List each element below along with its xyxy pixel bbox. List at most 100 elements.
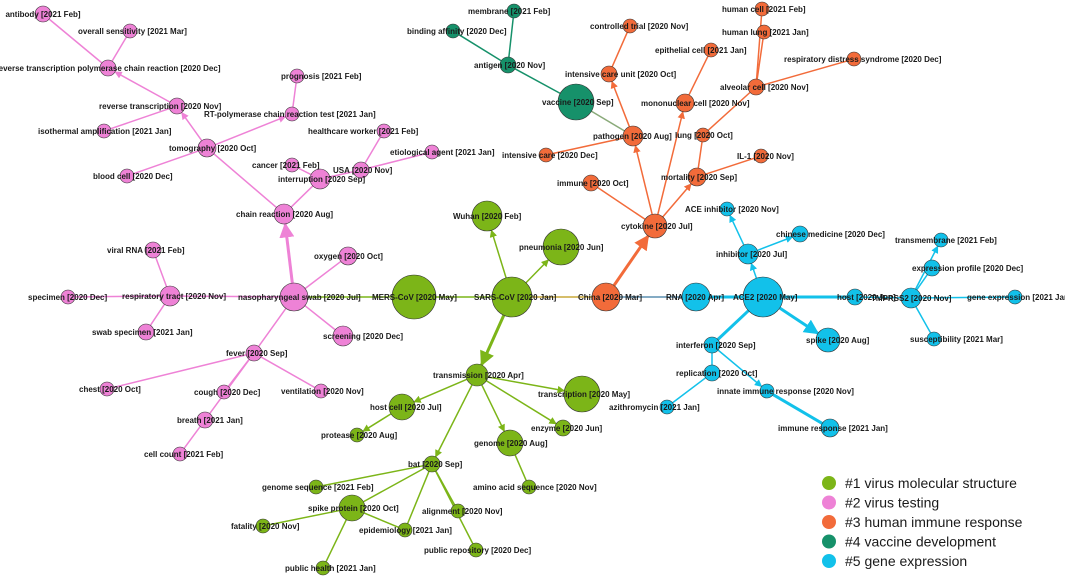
node-ace_inh[interactable] bbox=[719, 201, 735, 217]
edge-ace2-spike bbox=[778, 306, 820, 335]
node-usa[interactable] bbox=[352, 161, 370, 179]
node-innate[interactable] bbox=[759, 383, 775, 399]
node-interferon[interactable] bbox=[703, 336, 721, 354]
node-susceptibility[interactable] bbox=[926, 331, 942, 347]
node-cellcount[interactable] bbox=[172, 446, 188, 462]
node-transmission[interactable] bbox=[465, 363, 489, 387]
node-label-prognosis: prognosis [2021 Feb] bbox=[281, 72, 362, 81]
network-edges bbox=[48, 15, 1009, 563]
edge-sars-transmission bbox=[480, 314, 506, 367]
node-naso[interactable] bbox=[279, 282, 309, 312]
node-spike_prot[interactable] bbox=[338, 494, 366, 522]
node-wuhan[interactable] bbox=[471, 200, 503, 232]
edge-pathogen-vaccine bbox=[591, 110, 625, 132]
node-geneexpr[interactable] bbox=[1007, 289, 1023, 305]
node-mortality[interactable] bbox=[687, 167, 707, 187]
node-chest[interactable] bbox=[99, 381, 115, 397]
node-label-interruption: interruption [2020 Sep] bbox=[278, 175, 365, 184]
node-isothermal[interactable] bbox=[96, 123, 112, 139]
node-hostcell[interactable] bbox=[388, 393, 416, 421]
node-epithelial[interactable] bbox=[703, 42, 719, 58]
edge-tmprss2-susceptibility bbox=[915, 306, 932, 334]
node-viralrna[interactable] bbox=[144, 241, 162, 259]
edge-naso-screening bbox=[304, 305, 336, 331]
node-spike[interactable] bbox=[815, 327, 841, 353]
node-screening[interactable] bbox=[332, 325, 354, 347]
node-label-enzyme: enzyme [2020 Jun] bbox=[531, 424, 602, 433]
node-ventilation[interactable] bbox=[313, 383, 329, 399]
node-rtpcr_test[interactable] bbox=[284, 106, 300, 122]
node-publicrepo[interactable] bbox=[468, 542, 484, 558]
node-cough[interactable] bbox=[216, 384, 232, 400]
node-membrane[interactable] bbox=[506, 3, 522, 19]
node-swab[interactable] bbox=[137, 323, 155, 341]
node-immuneresp[interactable] bbox=[820, 418, 840, 438]
node-azithro[interactable] bbox=[659, 399, 675, 415]
node-interruption[interactable] bbox=[309, 168, 331, 190]
node-rtpcr[interactable] bbox=[99, 59, 117, 77]
node-fatality[interactable] bbox=[255, 518, 271, 534]
node-rev_trans[interactable] bbox=[168, 97, 186, 115]
node-label-sars: SARS-CoV [2020 Jan] bbox=[474, 293, 557, 302]
node-genomeseq[interactable] bbox=[308, 479, 324, 495]
node-overall_sens[interactable] bbox=[122, 23, 138, 39]
node-antigen[interactable] bbox=[499, 56, 517, 74]
edge-pathogen-icu bbox=[610, 80, 631, 127]
node-pneumonia[interactable] bbox=[542, 228, 580, 266]
node-prognosis[interactable] bbox=[289, 68, 305, 84]
node-china[interactable] bbox=[591, 282, 621, 312]
node-alveolar[interactable] bbox=[747, 78, 765, 96]
node-fever[interactable] bbox=[245, 344, 263, 362]
node-icu[interactable] bbox=[600, 65, 618, 83]
node-inhibitor[interactable] bbox=[737, 243, 759, 265]
node-specimen[interactable] bbox=[60, 289, 76, 305]
node-humanlung[interactable] bbox=[756, 24, 772, 40]
node-protease[interactable] bbox=[349, 427, 365, 443]
node-bat[interactable] bbox=[423, 455, 441, 473]
node-lung[interactable] bbox=[695, 127, 711, 143]
node-transcription[interactable] bbox=[563, 375, 601, 413]
node-label-aminoacid: amino acid sequence [2020 Nov] bbox=[473, 483, 597, 492]
node-pathogen[interactable] bbox=[622, 125, 644, 147]
node-exprprofile[interactable] bbox=[923, 259, 941, 277]
node-etiological[interactable] bbox=[424, 144, 440, 160]
node-respdistress[interactable] bbox=[846, 51, 862, 67]
node-host[interactable] bbox=[846, 288, 864, 306]
node-label-pathogen: pathogen [2020 Aug] bbox=[593, 132, 672, 141]
node-immune[interactable] bbox=[582, 174, 600, 192]
node-chinesemed[interactable] bbox=[791, 225, 809, 243]
node-aminoacid[interactable] bbox=[521, 479, 537, 495]
node-controlled[interactable] bbox=[622, 18, 638, 34]
node-resp_tract[interactable] bbox=[159, 285, 181, 307]
node-epidemiology[interactable] bbox=[397, 522, 413, 538]
node-tmprss2[interactable] bbox=[900, 287, 922, 309]
node-cytokine[interactable] bbox=[642, 213, 668, 239]
node-cancer[interactable] bbox=[284, 157, 300, 173]
node-chainreaction[interactable] bbox=[273, 203, 295, 225]
node-alignment[interactable] bbox=[450, 503, 466, 519]
node-antibody[interactable] bbox=[34, 5, 52, 23]
node-humancell[interactable] bbox=[754, 1, 770, 17]
node-bloodcell[interactable] bbox=[119, 168, 135, 184]
node-mers[interactable] bbox=[391, 274, 437, 320]
node-sars[interactable] bbox=[491, 276, 533, 318]
node-genome[interactable] bbox=[496, 429, 524, 457]
node-transmem[interactable] bbox=[933, 232, 949, 248]
node-publichealth[interactable] bbox=[315, 560, 331, 576]
node-rna[interactable] bbox=[681, 282, 711, 312]
node-label-exprprofile: expression profile [2020 Dec] bbox=[912, 264, 1023, 273]
node-enzyme[interactable] bbox=[554, 419, 572, 437]
node-oxygen[interactable] bbox=[338, 246, 358, 266]
node-mononuclear[interactable] bbox=[675, 93, 695, 113]
node-intensivecare[interactable] bbox=[538, 147, 554, 163]
node-vaccine[interactable] bbox=[557, 83, 595, 121]
edge-naso-oxygen bbox=[304, 260, 342, 290]
node-replication[interactable] bbox=[703, 364, 721, 382]
node-label-respdistress: respiratory distress syndrome [2020 Dec] bbox=[784, 55, 942, 64]
node-tomography[interactable] bbox=[197, 138, 217, 158]
node-healthcare[interactable] bbox=[376, 123, 392, 139]
node-ace2[interactable] bbox=[742, 276, 784, 318]
node-breath[interactable] bbox=[196, 411, 214, 429]
node-il1[interactable] bbox=[753, 148, 769, 164]
node-binding[interactable] bbox=[445, 23, 461, 39]
